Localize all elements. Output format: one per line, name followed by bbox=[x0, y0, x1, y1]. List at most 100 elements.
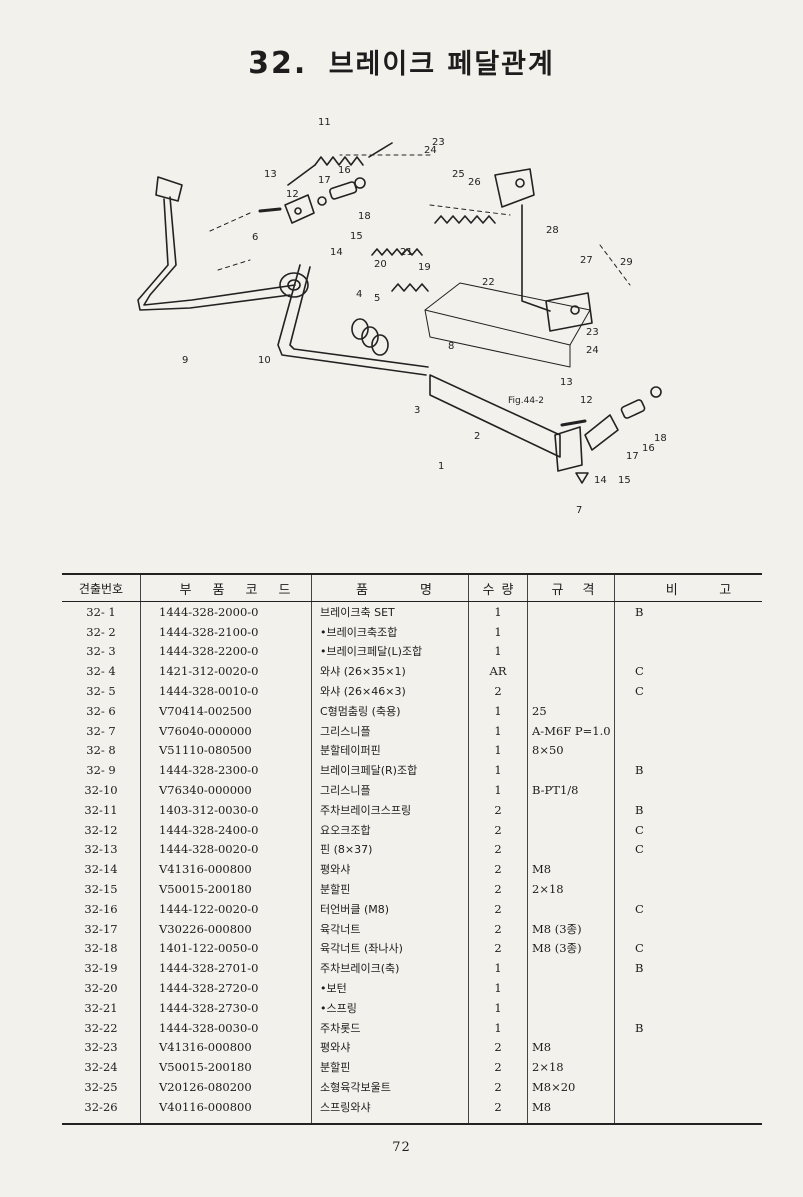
part-number-cell: 32-12 bbox=[84, 822, 118, 837]
remarks-cell bbox=[614, 997, 762, 1018]
part-number-cell: 32- 1 bbox=[86, 604, 116, 619]
part-number-cell: 32-26 bbox=[62, 1096, 141, 1125]
specification-cell: M8 bbox=[527, 1037, 615, 1058]
specification-cell: 25 bbox=[527, 700, 615, 721]
specification-cell bbox=[527, 661, 615, 682]
part-name-cell: •브레이크페달(L)조합 bbox=[311, 641, 469, 662]
part-code-cell: 1444-328-2400-0 bbox=[140, 819, 312, 840]
part-name-cell: C형멈춤링 (축용) bbox=[311, 700, 469, 721]
specification-cell bbox=[527, 641, 615, 662]
part-code-cell: V70414-002500 bbox=[140, 700, 312, 721]
part-number-cell: 32-19 bbox=[84, 961, 118, 976]
left-pedal-arm bbox=[143, 196, 296, 306]
callout-22: 22 bbox=[482, 277, 495, 288]
remarks-cell: C bbox=[614, 681, 762, 701]
part-name-cell: •스프링 bbox=[311, 997, 469, 1018]
part-number-cell: 32- 6 bbox=[86, 703, 116, 718]
specification-cell bbox=[527, 898, 615, 919]
part-name-cell: 주차브레이크스프링 bbox=[311, 799, 469, 820]
quantity-cell: 2 bbox=[468, 819, 528, 840]
left-pedal-pad bbox=[155, 176, 183, 202]
brake-shaft bbox=[429, 374, 561, 458]
part-code-cell: 1444-328-2720-0 bbox=[140, 978, 312, 998]
remarks-cell bbox=[614, 780, 762, 800]
callout-12-lower: 12 bbox=[580, 395, 593, 406]
callout-14-lower: 14 bbox=[594, 475, 607, 486]
part-code-cell: V41316-000800 bbox=[140, 859, 312, 880]
part-name-cell: 브레이크축 SET bbox=[311, 601, 469, 622]
part-number-cell: 32-25 bbox=[84, 1080, 118, 1095]
callout-23: 23 bbox=[432, 137, 445, 148]
callout-21: 21 bbox=[400, 247, 413, 258]
quantity-cell: 2 bbox=[468, 859, 528, 880]
part-name-cell: •브레이크축조합 bbox=[311, 621, 469, 642]
part-name-cell: 와샤 (26×35×1) bbox=[311, 661, 469, 682]
specification-cell: M8 bbox=[527, 859, 615, 880]
part-number-cell: 32- 7 bbox=[86, 723, 116, 738]
part-number-cell: 32-22 bbox=[84, 1020, 118, 1035]
quantity-cell: 2 bbox=[468, 918, 528, 939]
remarks-cell bbox=[614, 1096, 762, 1125]
specification-cell: M8×20 bbox=[527, 1077, 615, 1097]
callout-labels: 11 13 12 17 16 18 15 14 6 9 10 4 5 8 3 2… bbox=[182, 117, 667, 516]
exploded-parts-diagram: 11 13 12 17 16 18 15 14 6 9 10 4 5 8 3 2… bbox=[130, 105, 670, 525]
quantity-cell: AR bbox=[468, 661, 528, 682]
quantity-cell: 2 bbox=[468, 879, 528, 899]
callout-3: 3 bbox=[414, 405, 420, 416]
remarks-cell bbox=[614, 859, 762, 880]
part-number-cell: 32-11 bbox=[84, 802, 118, 817]
part-name-cell: 분할핀 bbox=[311, 879, 469, 899]
quantity-cell: 1 bbox=[468, 621, 528, 642]
callout-24-lower: 24 bbox=[586, 345, 599, 356]
part-name-cell: •보턴 bbox=[311, 978, 469, 998]
remarks-cell bbox=[614, 720, 762, 741]
figure-reference: Fig.44-2 bbox=[508, 396, 544, 406]
callout-13-lower: 13 bbox=[560, 377, 573, 388]
header-remarks-char: 비 bbox=[665, 582, 678, 598]
part-code-cell: V20126-080200 bbox=[140, 1077, 312, 1097]
specification-cell: 2×18 bbox=[527, 879, 615, 899]
specification-cell bbox=[527, 978, 615, 998]
callout-27: 27 bbox=[580, 255, 593, 266]
specification-cell bbox=[527, 958, 615, 979]
part-name-cell: 스프링와샤 bbox=[311, 1096, 469, 1125]
quantity-cell: 1 bbox=[468, 958, 528, 979]
remarks-cell: C bbox=[614, 938, 762, 959]
part-name-cell: 그리스니플 bbox=[311, 780, 469, 800]
part-code-cell: V76040-000000 bbox=[140, 720, 312, 741]
specification-cell: 8×50 bbox=[527, 740, 615, 761]
callout-15: 15 bbox=[350, 231, 363, 242]
header-name: 품 명 bbox=[311, 573, 469, 602]
part-code-cell: V51110-080500 bbox=[140, 740, 312, 761]
diagram-svg: 11 13 12 17 16 18 15 14 6 9 10 4 5 8 3 2… bbox=[137, 117, 667, 516]
part-number-cell: 32- 9 bbox=[86, 763, 116, 778]
part-name-cell: 소형육각보울트 bbox=[311, 1077, 469, 1097]
part-code-cell: 1444-122-0020-0 bbox=[140, 898, 312, 919]
header-spec-char: 규 bbox=[551, 582, 564, 598]
quantity-cell: 2 bbox=[468, 799, 528, 820]
remarks-cell: B bbox=[614, 760, 762, 781]
remarks-cell: C bbox=[614, 661, 762, 682]
quantity-cell: 2 bbox=[468, 1096, 528, 1125]
quantity-cell: 2 bbox=[468, 898, 528, 919]
quantity-cell: 1 bbox=[468, 760, 528, 781]
part-code-cell: 1444-328-0010-0 bbox=[140, 681, 312, 701]
remarks-cell bbox=[614, 621, 762, 642]
specification-cell bbox=[527, 760, 615, 781]
part-number-cell: 32-14 bbox=[84, 862, 118, 877]
specification-cell bbox=[527, 799, 615, 820]
parking-rod bbox=[521, 204, 551, 312]
specification-cell: M8 bbox=[527, 1096, 615, 1125]
part-number-cell: 32-24 bbox=[84, 1060, 118, 1075]
